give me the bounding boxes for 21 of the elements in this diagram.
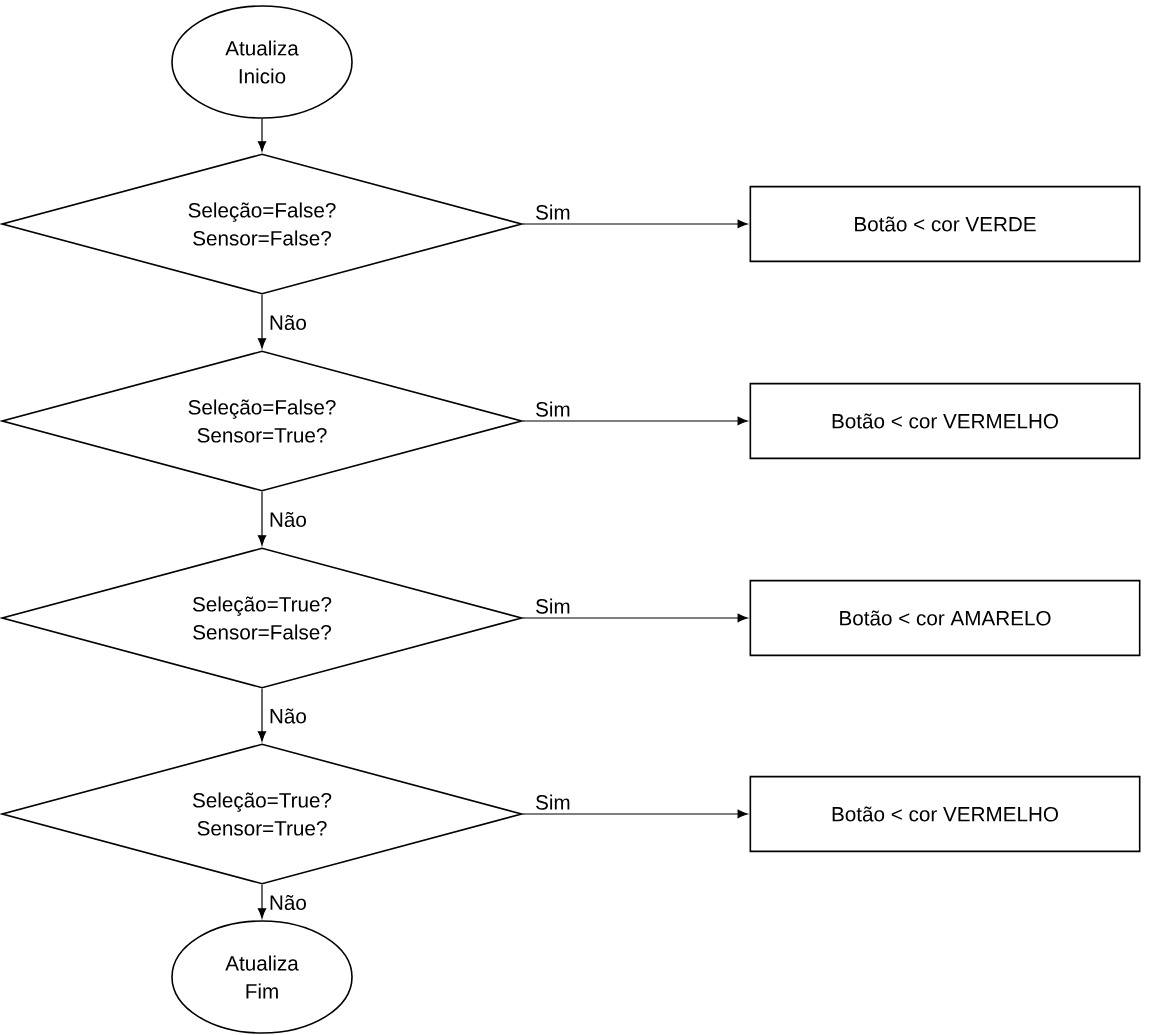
arrow <box>257 491 267 546</box>
edge-label: Sim <box>536 204 570 220</box>
process-box: Botão < cor VERDE <box>749 185 1141 263</box>
process-box: Botão < cor AMARELO <box>749 579 1141 657</box>
edge-label: Sim <box>536 598 570 614</box>
arrow <box>522 219 748 229</box>
edge-label: Sim <box>536 401 570 417</box>
edge-label: Sim <box>536 794 570 810</box>
arrow <box>257 688 267 742</box>
edge-label: Não <box>270 315 306 330</box>
arrow <box>522 613 748 623</box>
arrow <box>257 118 267 152</box>
arrow <box>257 884 267 919</box>
edge-label: Não <box>270 708 306 724</box>
arrow <box>257 294 267 349</box>
edge-label: Não <box>270 895 306 910</box>
arrow <box>522 809 748 819</box>
process-box: Botão < cor VERMELHO <box>749 775 1141 853</box>
arrow <box>522 416 748 426</box>
process-box: Botão < cor VERMELHO <box>749 382 1141 460</box>
edge-label: Não <box>270 512 306 527</box>
